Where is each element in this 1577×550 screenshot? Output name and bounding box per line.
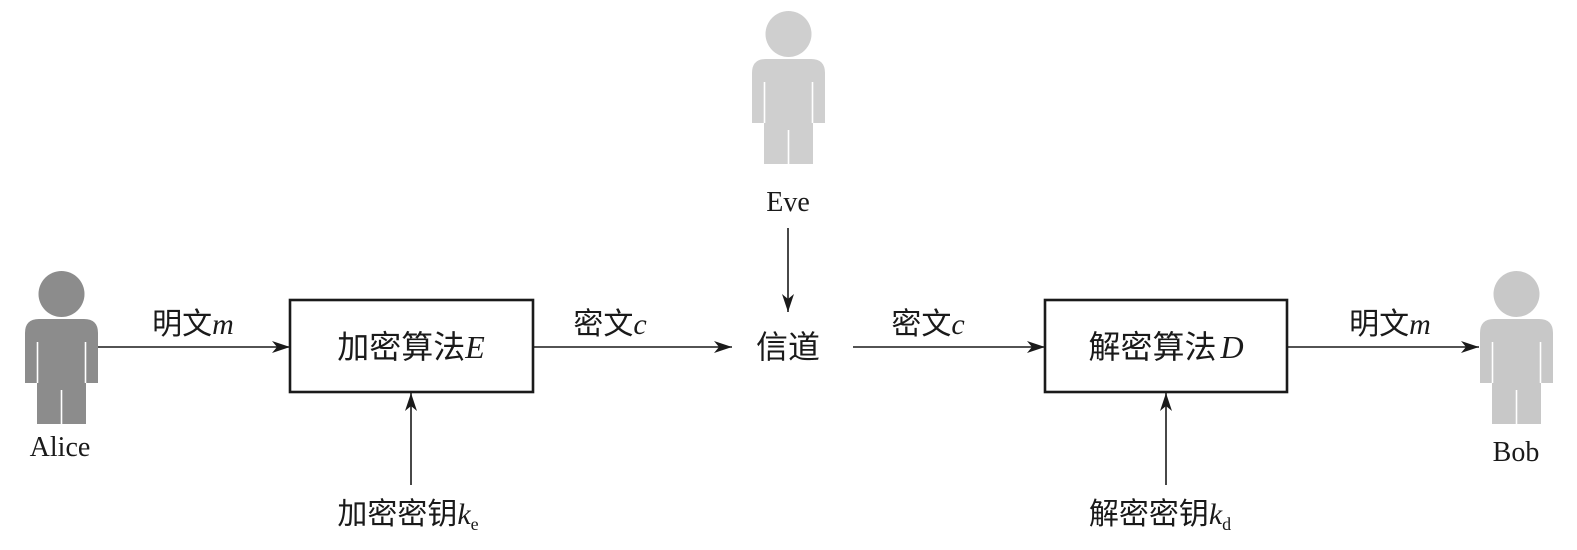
- decrypt-key-label: 解密密钥kd: [1089, 498, 1231, 534]
- alice-figure: [25, 271, 98, 424]
- alice-body: [25, 319, 98, 424]
- encrypt-key-label: 加密密钥ke: [337, 498, 478, 534]
- plaintext-symbol: m: [1409, 308, 1431, 341]
- ciphertext-label-left: 密文c: [573, 308, 646, 341]
- alice-head: [38, 271, 85, 317]
- eve-figure: [752, 11, 825, 164]
- decrypt-key-symbol: k: [1209, 498, 1223, 531]
- eve-body: [752, 59, 825, 164]
- plaintext-text: 明文: [1349, 308, 1409, 341]
- encrypt-key-symbol: k: [457, 498, 471, 531]
- alice-label: Alice: [30, 432, 91, 463]
- decrypt-algorithm-box: [1043, 298, 1289, 394]
- ciphertext-text: 密文: [891, 308, 951, 341]
- bob-figure: [1480, 271, 1553, 424]
- plaintext-label-left: 明文m: [152, 308, 234, 341]
- plaintext-symbol: m: [212, 308, 234, 341]
- encrypt-key-text: 加密密钥: [337, 498, 457, 531]
- encrypt-algorithm-label: 加密算法E: [337, 329, 485, 365]
- plaintext-text: 明文: [152, 308, 212, 341]
- bob-body: [1480, 319, 1553, 424]
- ciphertext-symbol: c: [951, 308, 964, 341]
- decrypt-key-subscript: d: [1222, 514, 1231, 534]
- ciphertext-symbol: c: [633, 308, 646, 341]
- encrypt-algorithm-symbol: E: [464, 329, 485, 365]
- bob-head: [1493, 271, 1540, 317]
- bob-label: Bob: [1493, 437, 1540, 468]
- ciphertext-label-right: 密文c: [891, 308, 964, 341]
- ciphertext-text: 密文: [573, 308, 633, 341]
- encrypt-key-subscript: e: [471, 514, 479, 534]
- plaintext-label-right: 明文m: [1349, 308, 1431, 341]
- decrypt-algorithm-symbol: D: [1219, 329, 1243, 365]
- eve-label: Eve: [766, 187, 810, 218]
- encrypt-algorithm-text: 加密算法: [337, 329, 465, 365]
- channel-label: 信道: [756, 329, 820, 365]
- encrypt-algorithm-box: [288, 298, 535, 394]
- decrypt-algorithm-text: 解密算法: [1088, 329, 1216, 365]
- eve-head: [765, 11, 812, 57]
- decrypt-key-text: 解密密钥: [1089, 498, 1209, 531]
